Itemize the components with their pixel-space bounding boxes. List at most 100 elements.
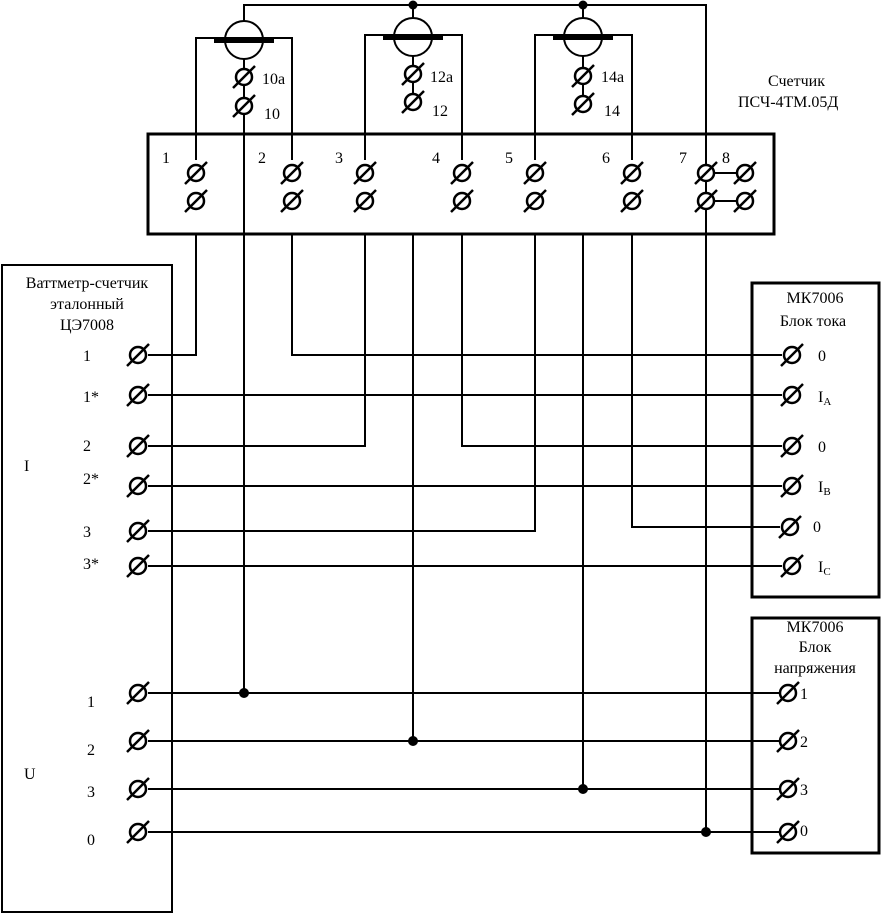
terminal-screw	[232, 65, 256, 89]
fuse-1-bottom-label: 10	[264, 106, 280, 123]
fuse-2-top-label: 12а	[430, 69, 453, 86]
block-number-6: 6	[602, 150, 610, 167]
block-number-5: 5	[505, 150, 513, 167]
terminal-screw	[184, 189, 208, 213]
block-number-3: 3	[335, 150, 343, 167]
fuse-2-bottom-label: 12	[432, 103, 448, 120]
fuse-3-bottom-label: 14	[604, 103, 620, 120]
terminal-screw	[126, 434, 150, 458]
wattmeter-current-terminal-label: 2	[83, 438, 91, 455]
block-number-1: 1	[162, 150, 170, 167]
terminal-screw	[523, 189, 547, 213]
wattmeter-title-line1: Ваттметр-счетчик	[26, 275, 149, 292]
wattmeter-voltage-terminal-label: 2	[87, 742, 95, 759]
terminal-screw	[126, 820, 150, 844]
meter-title-line2: ПСЧ-4ТМ.05Д	[738, 94, 838, 111]
current-block-title-line2: Блок тока	[780, 313, 846, 330]
voltage-block-terminal-label: 1	[800, 686, 808, 703]
block-number-7: 7	[679, 150, 687, 167]
terminal-screw	[126, 777, 150, 801]
wattmeter-current-terminal-label: 1*	[83, 389, 99, 406]
terminal-screw	[780, 343, 804, 367]
terminal-screw	[280, 189, 304, 213]
junction-dots	[239, 0, 711, 837]
voltage-block-box	[750, 616, 881, 855]
terminal-screw	[776, 820, 800, 844]
terminal-screw	[694, 189, 718, 213]
block-number-4: 4	[432, 150, 440, 167]
wattmeter-current-terminal-label: 2*	[83, 471, 99, 488]
wattmeter-voltage-terminal-label: 0	[87, 832, 95, 849]
wattmeter-labels: Ваттметр-счетчик эталонный ЦЭ7008 I U 1 …	[24, 275, 148, 849]
terminal-screw	[126, 681, 150, 705]
terminal-screw	[733, 189, 757, 213]
block3-to-wattmeter-2	[148, 234, 366, 447]
current-block-terminal-label: IC	[818, 559, 831, 578]
voltage-block-terminal-label: 3	[800, 782, 808, 799]
top-bus-wire	[243, 4, 707, 238]
wattmeter-box	[1, 264, 173, 913]
voltage-block-terminal-label: 0	[800, 823, 808, 840]
terminal-screw	[778, 515, 802, 539]
fuse-3-top-label: 14а	[601, 69, 624, 86]
terminal-screw	[780, 554, 804, 578]
terminal-screw	[776, 729, 800, 753]
terminal-screw	[571, 64, 595, 88]
terminal-screw	[126, 474, 150, 498]
wattmeter-current-terminal-label: 3*	[83, 556, 99, 573]
terminal-screw	[780, 474, 804, 498]
fuse-1-top-label: 10а	[262, 71, 285, 88]
terminal-screw	[126, 729, 150, 753]
terminal-screw	[126, 383, 150, 407]
terminal-screw	[450, 161, 474, 185]
block6-to-current-0	[631, 234, 780, 528]
terminal-screw	[780, 434, 804, 458]
terminal-screw	[401, 62, 425, 86]
wattmeter-voltage-terminal-label: 3	[87, 784, 95, 801]
junction-dot	[408, 736, 418, 746]
terminal-screw	[353, 189, 377, 213]
voltage-block-title-line1: МК7006	[787, 619, 844, 636]
current-block-box	[750, 281, 881, 599]
meter-labels: Счетчик ПСЧ-4ТМ.05Д 10а 10 12а 12 14а 14…	[162, 69, 838, 167]
voltage-block-title-line3: напряжения	[774, 660, 856, 677]
junction-dot	[408, 0, 418, 10]
terminal-screw	[126, 343, 150, 367]
terminal-screw	[232, 94, 256, 118]
terminal-screw	[776, 777, 800, 801]
voltage-block-terminal-label: 2	[800, 734, 808, 751]
terminal-screw	[780, 383, 804, 407]
terminal-symbols	[126, 62, 804, 844]
current-block-terminal-label: 0	[818, 348, 826, 365]
junction-dot	[578, 0, 588, 10]
terminal-screw	[776, 681, 800, 705]
fuse-3-symbol	[553, 17, 613, 57]
block-number-2: 2	[258, 150, 266, 167]
wattmeter-title-line3: ЦЭ7008	[60, 317, 114, 334]
terminal-screw	[450, 189, 474, 213]
block1-to-wattmeter-1	[148, 234, 197, 356]
block4-to-current-0	[461, 234, 782, 447]
terminal-screw	[523, 161, 547, 185]
current-block-terminal-label: 0	[813, 519, 821, 536]
current-block-labels: МК7006 Блок тока 0 IA 0 IB 0 IC	[780, 290, 846, 578]
terminal-screw	[401, 90, 425, 114]
junction-dot	[701, 827, 711, 837]
fuse-1-symbol	[214, 20, 274, 60]
current-block-title-line1: МК7006	[787, 290, 844, 307]
voltage-block-labels: МК7006 Блок напряжения 1 2 3 0	[774, 619, 856, 840]
block-number-8: 8	[722, 150, 730, 167]
wiring	[148, 4, 782, 833]
terminal-screw	[733, 161, 757, 185]
meter-title-line1: Счетчик	[768, 73, 825, 90]
current-block-terminal-label: IB	[818, 479, 831, 498]
terminal-screw	[620, 161, 644, 185]
terminal-screw	[571, 92, 595, 116]
current-group-label: I	[24, 458, 29, 475]
terminal-screw	[694, 161, 718, 185]
wattmeter-current-terminal-label: 1	[83, 348, 91, 365]
terminal-screw	[353, 161, 377, 185]
terminal-screw	[620, 189, 644, 213]
block2-to-current-0	[291, 234, 782, 356]
